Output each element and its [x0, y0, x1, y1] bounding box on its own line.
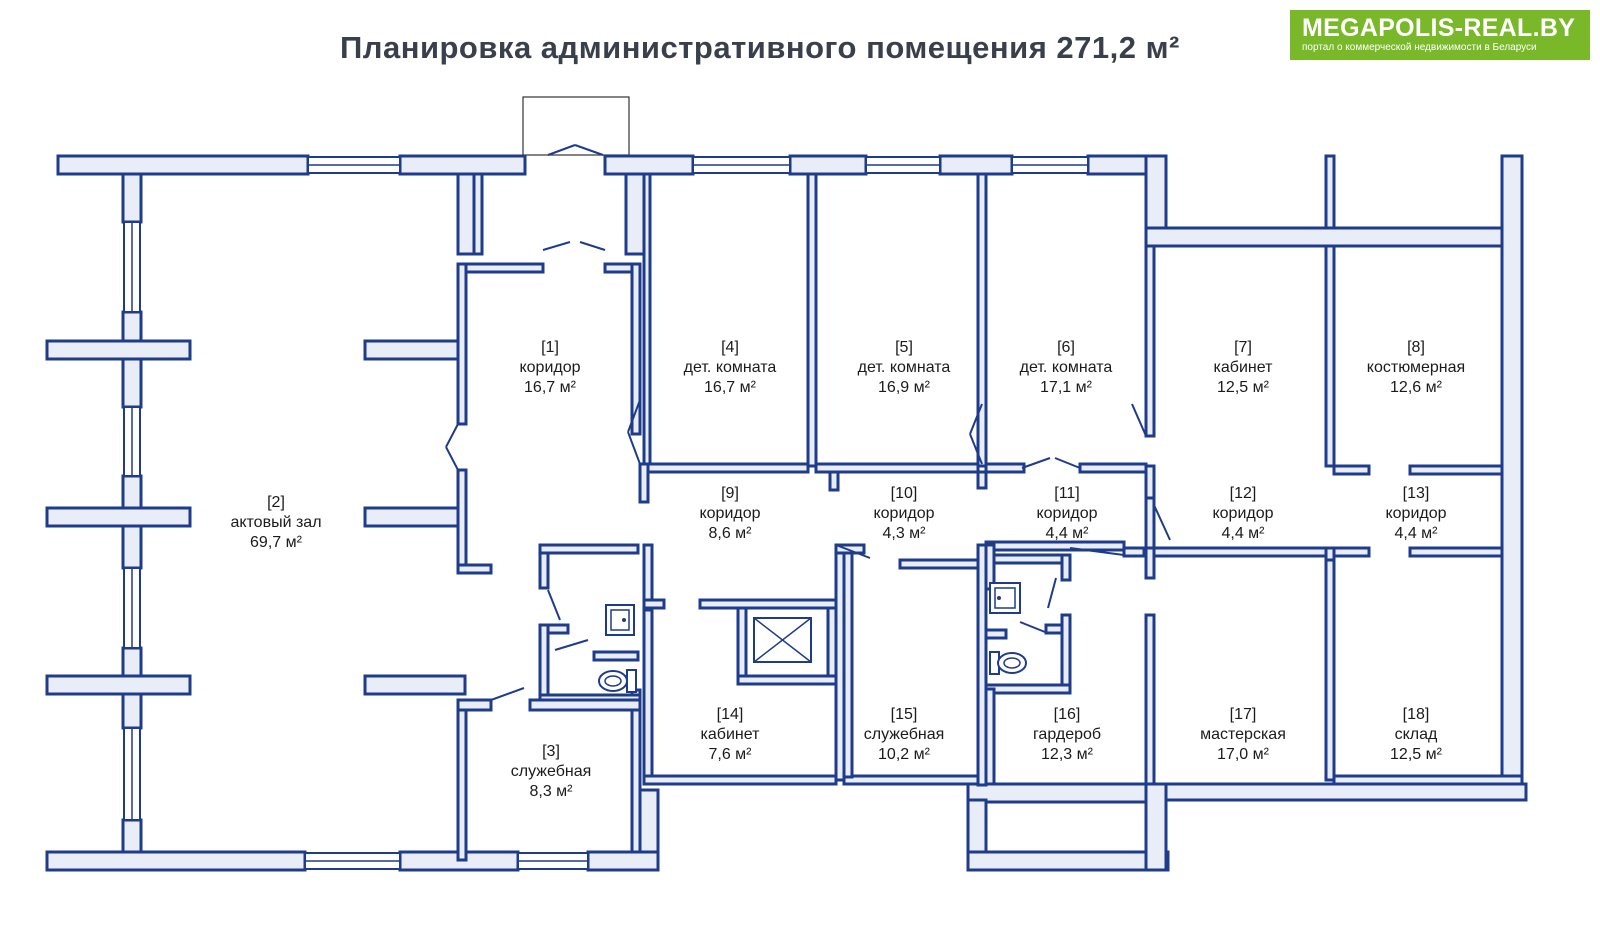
door-swing-3: [542, 241, 571, 251]
window-3: [865, 156, 941, 174]
door-swing-14: [1153, 504, 1171, 541]
door-swing-21: [490, 687, 525, 701]
sink-icon: [605, 604, 635, 636]
toilet-icon-2: [989, 651, 1027, 675]
door-swing-1: [547, 144, 576, 156]
window-10: [517, 852, 589, 870]
window-2: [692, 156, 791, 174]
page-title: Планировка административного помещения 2…: [340, 30, 1180, 65]
door-swing-2: [574, 144, 604, 156]
window-7: [123, 567, 141, 649]
door-swing-8: [627, 431, 641, 465]
door-swing-9: [969, 403, 983, 435]
logo-name: MEGAPOLIS-REAL.BY: [1302, 14, 1576, 42]
door-swing-20: [1019, 621, 1046, 633]
walls: [45, 154, 1528, 872]
door-swing-16: [1069, 547, 1125, 556]
window-5: [123, 221, 141, 313]
window-6: [123, 406, 141, 477]
door-swing-6: [445, 446, 459, 471]
door-swing-4: [579, 241, 606, 251]
window-1: [307, 156, 401, 174]
doors: [445, 144, 1171, 701]
logo-tagline: портал о коммерческой недвижимости в Бел…: [1302, 42, 1537, 53]
door-swing-19: [1047, 577, 1057, 609]
door-swing-17: [547, 589, 561, 621]
window-8: [123, 727, 141, 821]
door-swing-5: [445, 423, 459, 448]
brand-logo[interactable]: MEGAPOLIS-REAL.BY портал о коммерческой …: [1290, 10, 1590, 60]
window-9: [304, 852, 401, 870]
windows: [123, 156, 1089, 870]
door-swing-7: [627, 399, 641, 433]
door-swing-13: [1131, 403, 1147, 437]
door-swing-18: [554, 639, 589, 651]
toilet-icon: [598, 669, 637, 693]
sink-icon-2: [989, 582, 1021, 614]
door-swing-11: [1021, 457, 1051, 469]
vent-shaft-icon: [753, 617, 812, 663]
door-swing-15: [835, 544, 871, 559]
door-swing-12: [1054, 457, 1081, 469]
door-swing-10: [969, 433, 983, 465]
window-4: [1011, 156, 1089, 174]
